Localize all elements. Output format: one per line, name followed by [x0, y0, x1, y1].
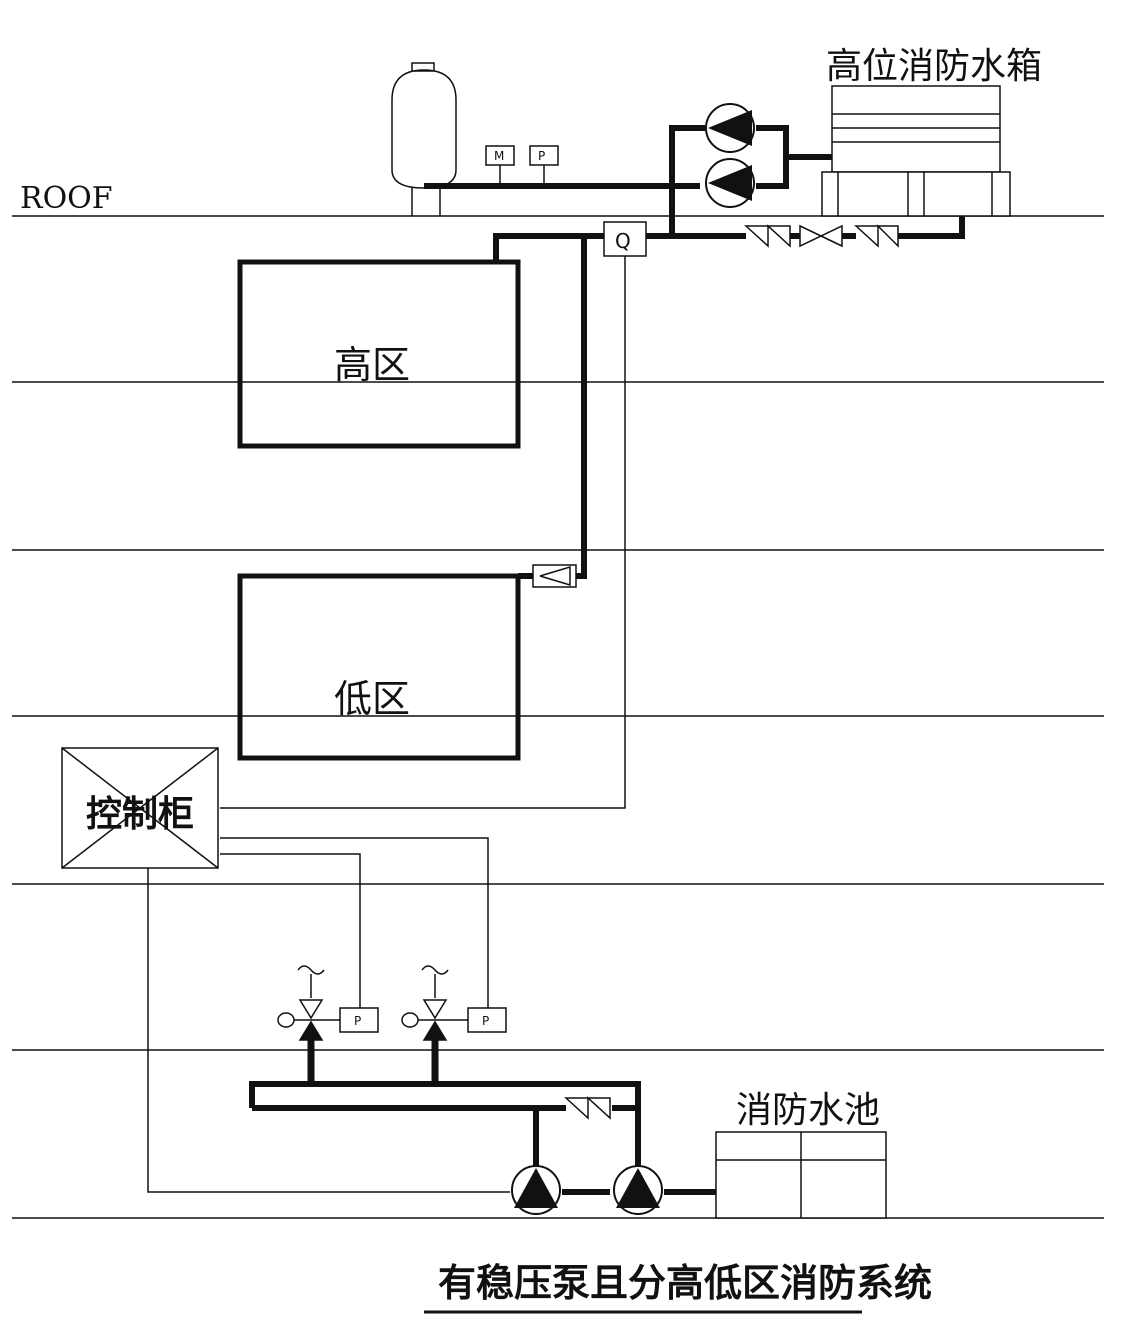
- low-zone-check-valve: [532, 564, 577, 588]
- fire-pool-label: 消防水池: [736, 1090, 880, 1131]
- flow-switch-signal-wire: [220, 256, 626, 809]
- pressure-valve-2: [401, 965, 468, 1082]
- diagram-caption: 有稳压泵且分高低区消防系统: [438, 1261, 932, 1305]
- header-pipe: [249, 1081, 641, 1170]
- fire-pump-2: [613, 1165, 663, 1215]
- svg-text:P: P: [354, 1014, 361, 1028]
- fire-pump-1: [511, 1165, 561, 1215]
- pressure-valve-1: [277, 965, 340, 1082]
- pressure-tank: [391, 62, 457, 216]
- flow-switch: Q: [603, 221, 647, 257]
- svg-text:P: P: [538, 149, 545, 163]
- high-zone-box: [237, 259, 521, 449]
- high-zone-label: 高区: [334, 343, 410, 387]
- fire-water-pool: [715, 1131, 887, 1219]
- svg-text:Q: Q: [615, 229, 631, 253]
- pressure-switch-1: P: [339, 1007, 379, 1033]
- low-zone-label: 低区: [334, 677, 410, 721]
- floor-lines: [12, 215, 1104, 1219]
- high-level-water-tank: [821, 85, 1011, 217]
- roof-booster-pump-2: [705, 158, 755, 208]
- control-cabinet: [61, 747, 219, 869]
- meter-m: M: [485, 145, 515, 185]
- roof-label: ROOF: [20, 181, 113, 216]
- svg-text:M: M: [494, 149, 504, 163]
- svg-text:P: P: [482, 1014, 489, 1028]
- pressure-switch-2: P: [467, 1007, 507, 1033]
- high-tank-label: 高位消防水箱: [826, 46, 1042, 87]
- control-cabinet-label: 控制柜: [86, 794, 194, 835]
- roof-booster-pump-1: [705, 103, 755, 153]
- header-bypass-valve: [564, 1096, 611, 1120]
- control-signal-wires: [147, 837, 510, 1193]
- low-zone-box: [237, 573, 521, 761]
- roof-valve-group: [744, 224, 899, 248]
- meter-p1: P: [529, 145, 559, 185]
